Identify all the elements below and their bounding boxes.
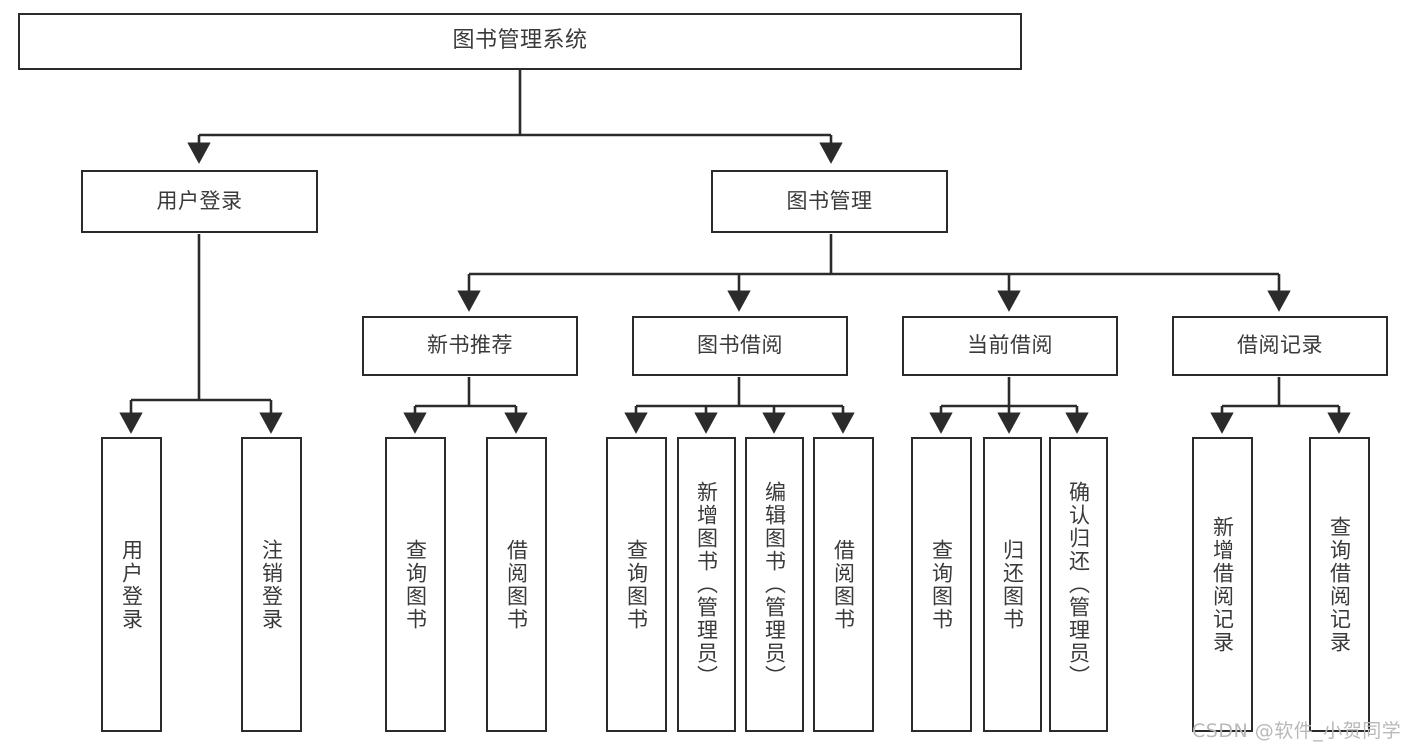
leaf-borrow-borrow-book-label: 借阅图书 [831, 538, 856, 631]
leaf-borrow-add-book-label: 新增图书（管理员） [694, 481, 719, 688]
node-borrow-record-label: 借阅记录 [1237, 333, 1323, 358]
leaf-current-return-book[interactable]: 归还图书 [983, 437, 1042, 732]
leaf-user-login-signin-label: 用户登录 [119, 538, 144, 631]
leaf-record-query[interactable]: 查询借阅记录 [1309, 437, 1370, 732]
leaf-current-query-book-label: 查询图书 [929, 538, 954, 631]
leaf-new-book-query-label: 查询图书 [403, 538, 428, 631]
node-current-borrow-label: 当前借阅 [967, 333, 1053, 358]
node-book-management[interactable]: 图书管理 [711, 170, 948, 233]
leaf-new-book-borrow-label: 借阅图书 [504, 538, 529, 631]
leaf-borrow-query-book-label: 查询图书 [624, 538, 649, 631]
leaf-current-confirm-return-label: 确认归还（管理员） [1066, 481, 1091, 688]
leaf-borrow-query-book[interactable]: 查询图书 [606, 437, 667, 732]
node-new-book-recommend[interactable]: 新书推荐 [362, 316, 578, 376]
node-root[interactable]: 图书管理系统 [18, 13, 1022, 70]
node-user-login[interactable]: 用户登录 [81, 170, 318, 233]
leaf-current-return-book-label: 归还图书 [1000, 538, 1025, 631]
node-book-management-label: 图书管理 [786, 188, 873, 213]
leaf-borrow-edit-book-label: 编辑图书（管理员） [762, 481, 787, 688]
leaf-current-query-book[interactable]: 查询图书 [911, 437, 972, 732]
leaf-user-login-signout-label: 注销登录 [259, 538, 284, 631]
node-book-borrow-label: 图书借阅 [697, 333, 783, 358]
node-user-login-label: 用户登录 [156, 188, 243, 213]
leaf-record-query-label: 查询借阅记录 [1327, 515, 1352, 654]
leaf-record-add-label: 新增借阅记录 [1210, 515, 1235, 654]
leaf-borrow-borrow-book[interactable]: 借阅图书 [813, 437, 874, 732]
leaf-user-login-signin[interactable]: 用户登录 [101, 437, 162, 732]
node-new-book-recommend-label: 新书推荐 [427, 333, 513, 358]
leaf-new-book-query[interactable]: 查询图书 [385, 437, 446, 732]
leaf-borrow-edit-book[interactable]: 编辑图书（管理员） [745, 437, 804, 732]
watermark: CSDN @软件_小贺同学 [1192, 716, 1401, 743]
node-current-borrow[interactable]: 当前借阅 [902, 316, 1118, 376]
watermark-text: CSDN @软件_小贺同学 [1192, 720, 1402, 742]
node-book-borrow[interactable]: 图书借阅 [632, 316, 848, 376]
node-borrow-record[interactable]: 借阅记录 [1172, 316, 1388, 376]
leaf-record-add[interactable]: 新增借阅记录 [1192, 437, 1253, 732]
leaf-current-confirm-return[interactable]: 确认归还（管理员） [1049, 437, 1108, 732]
leaf-borrow-add-book[interactable]: 新增图书（管理员） [677, 437, 736, 732]
leaf-user-login-signout[interactable]: 注销登录 [241, 437, 302, 732]
leaf-new-book-borrow[interactable]: 借阅图书 [486, 437, 547, 732]
node-root-label: 图书管理系统 [452, 28, 588, 54]
